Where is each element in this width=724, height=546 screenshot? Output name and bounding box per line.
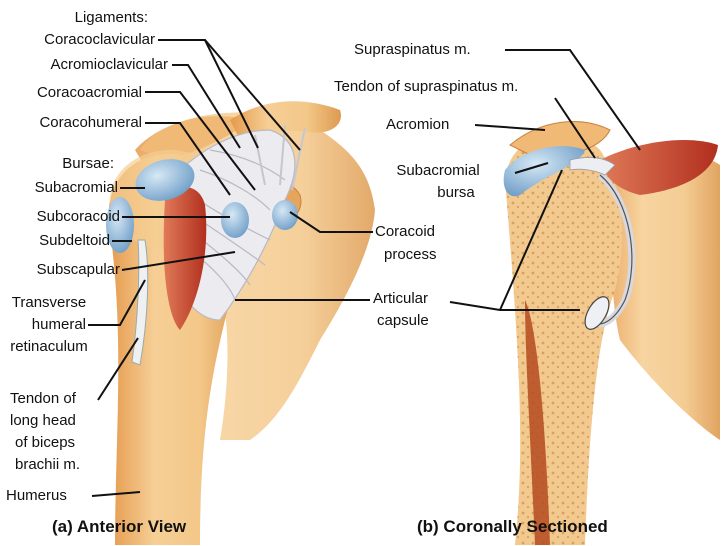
caption-coronal-section: (b) Coronally Sectioned — [417, 517, 608, 537]
label-transverse-2: humeral — [4, 316, 86, 334]
coronal-humerus — [505, 133, 622, 545]
label-coracohumeral: Coracohumeral — [8, 114, 142, 132]
label-subdeltoid: Subdeltoid — [4, 232, 110, 250]
label-subscapular: Subscapular — [2, 261, 120, 279]
label-subcoracoid: Subcoracoid — [4, 208, 120, 226]
coronal-section-illustration — [504, 122, 720, 545]
label-ligaments-heading: Ligaments: — [40, 9, 148, 27]
label-tendon-1: Tendon of — [10, 390, 76, 408]
anterior-view-illustration — [106, 101, 375, 545]
label-coracoid-2: process — [384, 246, 437, 264]
label-transverse-3: retinaculum — [4, 338, 94, 356]
label-tendon-2: long head — [10, 412, 76, 430]
label-humerus: Humerus — [6, 487, 67, 505]
label-subacromial: Subacromial — [4, 179, 118, 197]
label-tendon-4: brachii m. — [15, 456, 80, 474]
label-coracoid-1: Coracoid — [375, 223, 435, 241]
label-tendon-3: of biceps — [15, 434, 75, 452]
label-tendon-supraspinatus: Tendon of supraspinatus m. — [334, 78, 518, 96]
label-coracoacromial: Coracoacromial — [8, 84, 142, 102]
label-bursae-heading: Bursae: — [20, 155, 114, 173]
label-acromioclavicular: Acromioclavicular — [10, 56, 168, 74]
label-subacromial-bursa-1: Subacromial — [368, 162, 508, 180]
label-articular-capsule-2: capsule — [377, 312, 429, 330]
label-subacromial-bursa-2: bursa — [404, 184, 508, 202]
label-transverse-1: Transverse — [4, 294, 94, 312]
caption-anterior-view: (a) Anterior View — [52, 517, 186, 537]
label-supraspinatus: Supraspinatus m. — [354, 41, 471, 59]
label-coracoclavicular: Coracoclavicular — [10, 31, 155, 49]
subcoracoid-bursa — [221, 202, 249, 238]
label-acromion: Acromion — [386, 116, 449, 134]
label-articular-capsule-1: Articular — [373, 290, 428, 308]
